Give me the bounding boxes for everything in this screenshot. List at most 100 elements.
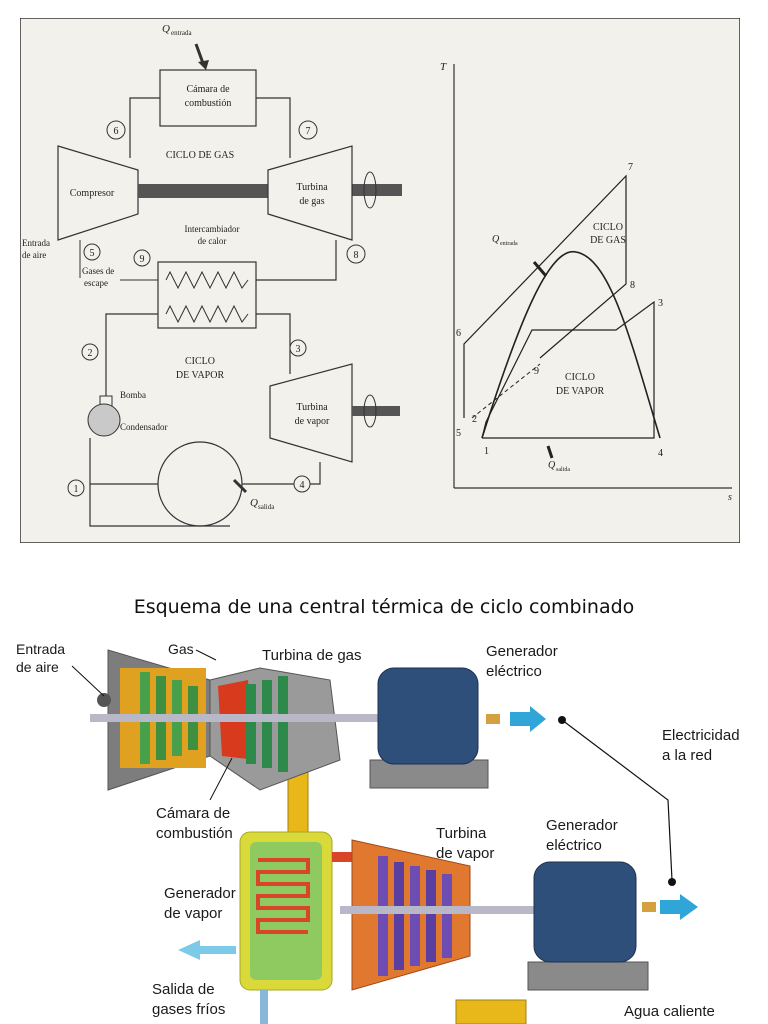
condenser-label: Condensador — [120, 422, 168, 432]
heat-exchanger-label-2: de calor — [198, 236, 227, 246]
ts-point-2: 2 — [472, 414, 477, 425]
label-electricity-2: a la red — [662, 747, 712, 764]
ts-q-out-symbol: Q — [548, 460, 556, 471]
state-6-marker: 6 — [106, 120, 126, 140]
state-2-marker: 2 — [81, 343, 99, 361]
generator-1-base — [369, 759, 489, 789]
gas-cycle-label: CICLO DE GAS — [166, 150, 234, 161]
label-gas: Gas — [168, 641, 194, 657]
air-inlet-label-2: de aire — [22, 250, 46, 260]
steam-cycle-label-2: DE VAPOR — [176, 370, 225, 381]
ts-q-out-sub: salida — [556, 467, 570, 473]
compressor-label: Compresor — [70, 188, 115, 199]
air-inlet-leader — [71, 665, 105, 697]
electricity-arrow-1 — [510, 706, 546, 732]
ts-heat-out-arrow — [546, 445, 554, 459]
label-steam-generator-2: de vapor — [164, 905, 222, 922]
label-electricity-1: Electricidad — [662, 727, 740, 744]
ts-point-3: 3 — [658, 298, 663, 309]
power-plant-illustration: Entrada de aire Gas Turbina de gas Gener… — [16, 641, 740, 1024]
pipe-6 — [129, 97, 160, 158]
shaft-out — [352, 184, 402, 196]
svg-text:6: 6 — [114, 126, 119, 137]
generator-2-terminal — [642, 902, 656, 912]
ts-x-label: s — [728, 492, 732, 503]
hot-water-pipe — [455, 999, 527, 1024]
gas-turbine-label-1: Turbina — [296, 182, 328, 193]
feedwater-pipe — [260, 990, 268, 1024]
label-generator-1-a: Generador — [486, 643, 558, 660]
ts-point-9: 9 — [534, 366, 539, 377]
label-gas-turbine: Turbina de gas — [262, 647, 362, 664]
ts-point-6: 6 — [456, 328, 461, 339]
air-intake-nozzle — [97, 693, 111, 707]
steam-generator-coil — [256, 858, 310, 934]
ts-point-1: 1 — [484, 446, 489, 457]
svg-text:1: 1 — [74, 484, 79, 495]
steam-cycle-path — [481, 300, 655, 439]
steam-cycle-label-1: CICLO — [185, 356, 215, 367]
label-steam-generator-1: Generador — [164, 885, 236, 902]
state-4-marker: 4 — [293, 475, 311, 493]
ts-q-in-symbol: Q — [492, 234, 500, 245]
svg-text:3: 3 — [296, 344, 301, 355]
air-inlet-label-1: Entrada — [22, 238, 50, 248]
gas-turbine-shaft — [90, 714, 430, 722]
gas-leader — [195, 649, 217, 661]
label-air-inlet-2: de aire — [16, 659, 59, 675]
pipe-2 — [105, 313, 158, 398]
pipe-7 — [256, 97, 291, 158]
rotation-symbol — [363, 171, 377, 209]
state-7-marker: 7 — [298, 120, 318, 140]
steam-turbine-shaft — [340, 906, 540, 914]
q-entrada-subscript: entrada — [171, 29, 192, 37]
ts-diagram: T s 7 8 3 4 6 9 2 5 1 CICLO DE GAS CICLO… — [440, 61, 732, 503]
label-cold-gas-1: Salida de — [152, 981, 215, 998]
label-generator-2-b: eléctrico — [546, 837, 602, 854]
combined-cycle-schematic: Q entrada Cámara de combustión 6 7 CICLO… — [20, 18, 740, 543]
electricity-arrow-2 — [660, 894, 698, 920]
bottom-diagram-title: Esquema de una central térmica de ciclo … — [133, 596, 635, 618]
steam-turbine-label-2: de vapor — [295, 416, 330, 427]
ts-gas-cycle-2: DE GAS — [590, 235, 626, 246]
ts-y-label: T — [440, 61, 447, 73]
q-entrada-symbol: Q — [162, 23, 170, 35]
exhaust-label-2: escape — [84, 278, 108, 288]
label-combustion-1: Cámara de — [156, 805, 230, 822]
electricity-leader — [561, 719, 673, 881]
state-1-marker: 1 — [67, 479, 85, 497]
label-cold-gas-2: gases fríos — [152, 1001, 225, 1018]
pipe-3 — [256, 313, 291, 374]
steam-pipe — [332, 852, 362, 862]
pipe-1 — [89, 483, 230, 527]
ts-steam-cycle-1: CICLO — [565, 372, 595, 383]
label-generator-1-b: eléctrico — [486, 663, 542, 680]
steam-rotation-symbol — [363, 394, 377, 428]
turbine-blades — [246, 676, 288, 772]
state-3-marker: 3 — [289, 339, 307, 357]
steam-generator-coil-bg — [250, 842, 322, 980]
combustion-leader — [209, 757, 233, 801]
ts-gas-cycle-1: CICLO — [593, 222, 623, 233]
state-8-marker: 8 — [346, 244, 366, 264]
svg-text:5: 5 — [90, 248, 95, 259]
label-generator-2-a: Generador — [546, 817, 618, 834]
label-steam-turbine-2: de vapor — [436, 845, 494, 862]
ts-steam-cycle-2: DE VAPOR — [556, 386, 605, 397]
svg-text:8: 8 — [354, 250, 359, 261]
combustion-chamber-box — [159, 69, 257, 127]
q-salida-symbol: Q — [250, 497, 258, 509]
ts-point-8: 8 — [630, 280, 635, 291]
svg-text:4: 4 — [300, 480, 305, 491]
combustion-chamber-label-1: Cámara de — [186, 84, 230, 95]
ts-heat-in-arrow — [532, 261, 548, 277]
heat-exchanger-box — [157, 261, 257, 329]
ts-point-7: 7 — [628, 162, 633, 173]
exchanger-coil-gas — [165, 270, 249, 290]
steam-turbine-blades — [378, 856, 452, 976]
gas-cycle-path — [463, 174, 627, 418]
state-5-marker: 5 — [83, 243, 101, 261]
svg-text:9: 9 — [140, 254, 145, 265]
heat-in-arrowhead — [198, 60, 209, 70]
exhaust-label-1: Gases de — [82, 266, 114, 276]
